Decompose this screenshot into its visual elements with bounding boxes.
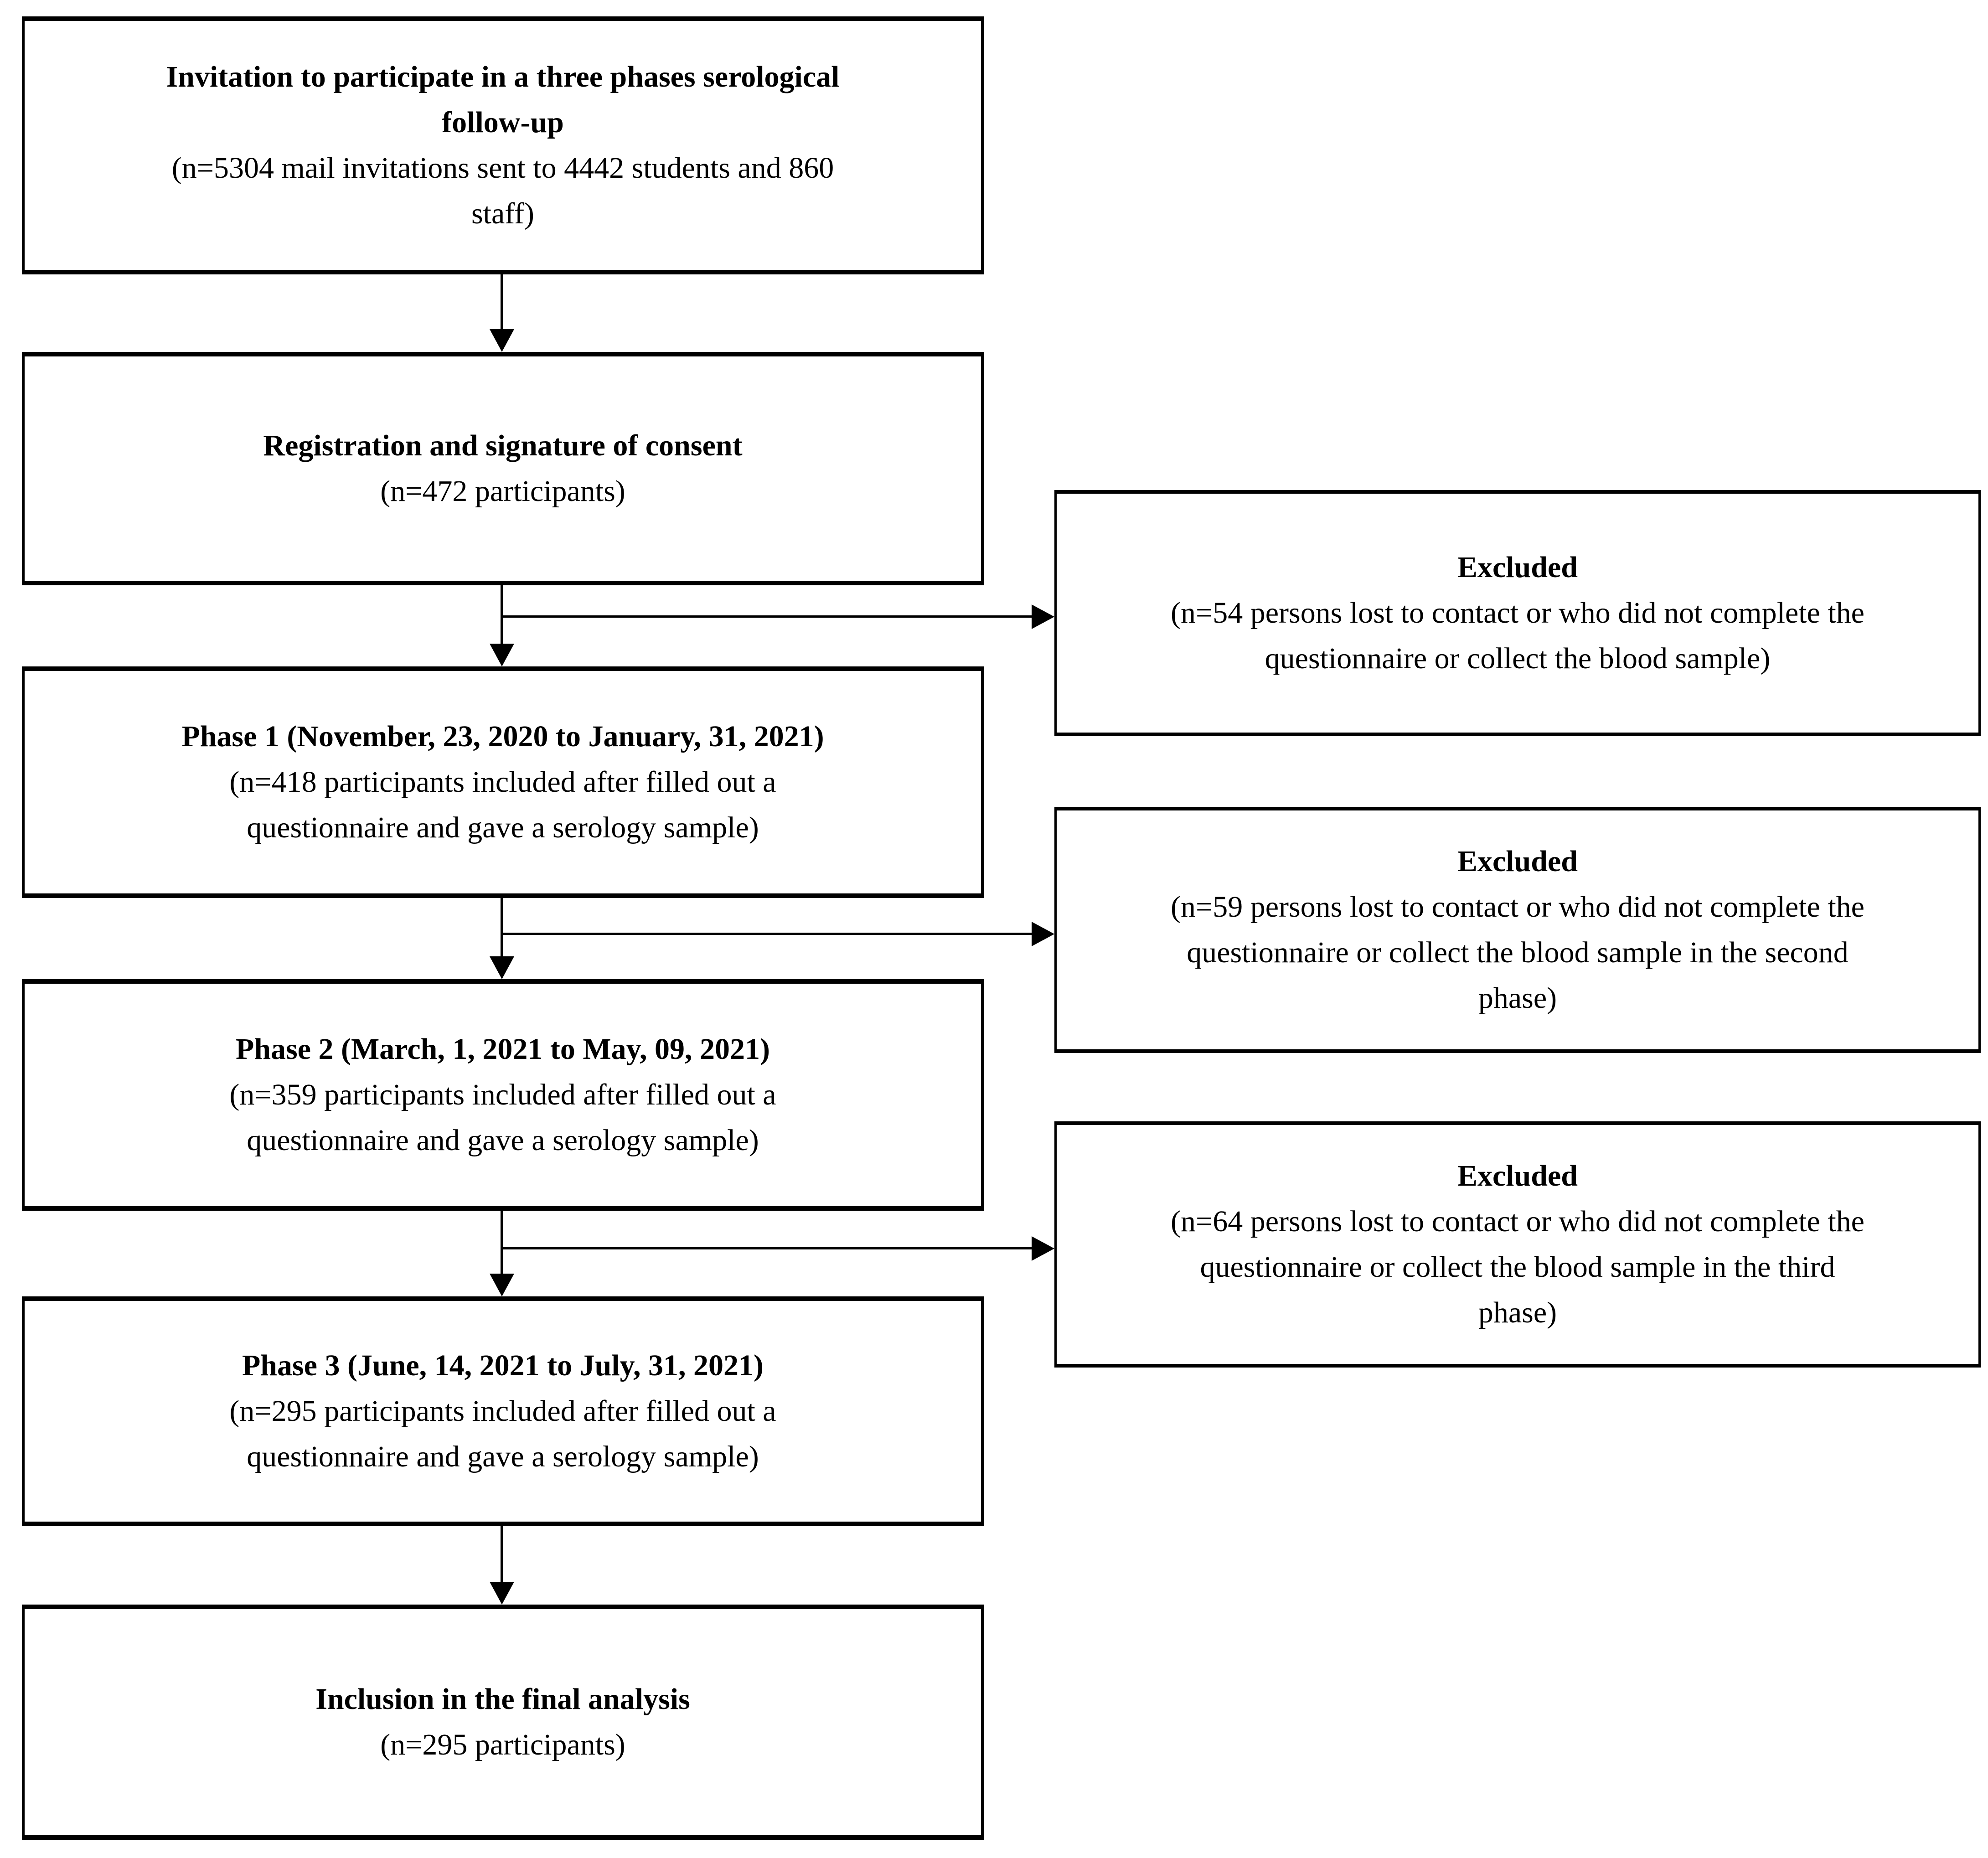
connector-line-invitation-registration [501,274,503,332]
box-body-line: (n=64 persons lost to contact or who did… [1171,1205,1864,1238]
box-title-line: Invitation to participate in a three pha… [166,60,840,93]
down-arrowhead-icon [490,644,514,666]
box-phase-1: Phase 1 (November, 23, 2020 to January, … [22,666,984,898]
box-body-line: (n=5304 mail invitations sent to 4442 st… [171,151,834,185]
box-body-line: (n=359 participants included after fille… [229,1078,776,1111]
box-phase-2: Phase 2 (March, 1, 2021 to May, 09, 2021… [22,979,984,1211]
box-title-line: Excluded [1457,845,1578,878]
box-registration: Registration and signature of consent (n… [22,352,984,585]
down-arrowhead-icon [490,956,514,979]
box-excluded-2: Excluded (n=59 persons lost to contact o… [1054,807,1981,1053]
box-body-line: phase) [1478,1296,1557,1329]
box-title-line: Inclusion in the final analysis [315,1683,690,1716]
connector-line-phase3-final [501,1526,503,1584]
right-arrowhead-icon [1032,1236,1054,1261]
box-body-line: questionnaire and gave a serology sample… [247,1440,759,1473]
box-body-line: questionnaire or collect the blood sampl… [1265,642,1771,675]
box-phase-3: Phase 3 (June, 14, 2021 to July, 31, 202… [22,1296,984,1526]
connector-line-phase1-phase2 [501,898,503,959]
box-title-line: follow-up [442,106,564,139]
box-body-line: (n=59 persons lost to contact or who did… [1171,890,1864,924]
down-arrowhead-icon [490,329,514,352]
box-body-line: questionnaire or collect the blood sampl… [1200,1250,1835,1284]
right-arrowhead-icon [1032,922,1054,946]
box-body-line: questionnaire and gave a serology sample… [247,811,759,844]
branch-line-excluded-1 [501,615,1033,618]
box-title-line: Phase 1 (November, 23, 2020 to January, … [181,720,824,753]
box-final-analysis: Inclusion in the final analysis (n=295 p… [22,1605,984,1840]
down-arrowhead-icon [490,1274,514,1296]
box-invitation: Invitation to participate in a three pha… [22,16,984,274]
branch-line-excluded-2 [501,933,1033,935]
box-body-line: questionnaire or collect the blood sampl… [1187,936,1849,969]
box-body-line: (n=472 participants) [380,475,625,508]
box-title-line: Phase 3 (June, 14, 2021 to July, 31, 202… [242,1349,764,1382]
box-body-line: questionnaire and gave a serology sample… [247,1124,759,1157]
down-arrowhead-icon [490,1582,514,1605]
right-arrowhead-icon [1032,604,1054,629]
box-title-line: Excluded [1457,1159,1578,1192]
box-body-line: (n=295 participants included after fille… [229,1394,776,1428]
box-title-line: Excluded [1457,551,1578,584]
box-title-line: Phase 2 (March, 1, 2021 to May, 09, 2021… [236,1032,770,1066]
box-body-line: (n=54 persons lost to contact or who did… [1171,596,1864,630]
box-body-line: phase) [1478,981,1557,1015]
box-excluded-3: Excluded (n=64 persons lost to contact o… [1054,1121,1981,1368]
box-title-line: Registration and signature of consent [263,429,743,462]
box-body-line: (n=295 participants) [380,1728,625,1761]
connector-line-phase2-phase3 [501,1211,503,1276]
box-body-line: (n=418 participants included after fille… [229,765,776,799]
box-body-line: staff) [471,197,535,230]
branch-line-excluded-3 [501,1247,1033,1249]
box-excluded-1: Excluded (n=54 persons lost to contact o… [1054,490,1981,736]
